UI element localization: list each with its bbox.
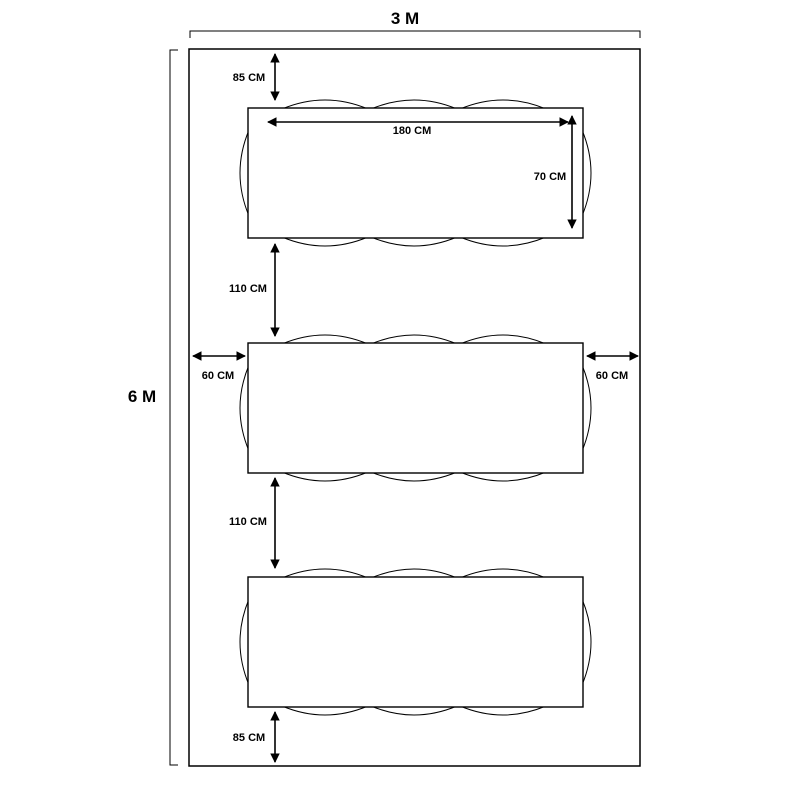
room-height-bracket xyxy=(169,49,178,766)
furniture-group xyxy=(239,99,592,716)
table-width-label: 70 CM xyxy=(534,171,566,183)
table-top xyxy=(247,576,584,708)
table-top xyxy=(247,342,584,474)
right-clearance-label: 60 CM xyxy=(596,370,628,382)
top-clearance-label: 85 CM xyxy=(233,72,265,84)
room-width-bracket xyxy=(189,30,641,38)
table-3 xyxy=(239,568,592,716)
gap-1-label: 110 CM xyxy=(229,283,267,295)
left-clearance-label: 60 CM xyxy=(202,370,234,382)
room-height-label: 6 M xyxy=(128,387,156,406)
bottom-clearance-label: 85 CM xyxy=(233,732,265,744)
room-outline xyxy=(188,48,641,767)
table-1 xyxy=(239,99,592,247)
table-top xyxy=(247,107,584,239)
gap-2-label: 110 CM xyxy=(229,516,267,528)
table-length-label: 180 CM xyxy=(393,125,432,137)
room-width-label: 3 M xyxy=(391,9,419,28)
table-2 xyxy=(239,334,592,482)
